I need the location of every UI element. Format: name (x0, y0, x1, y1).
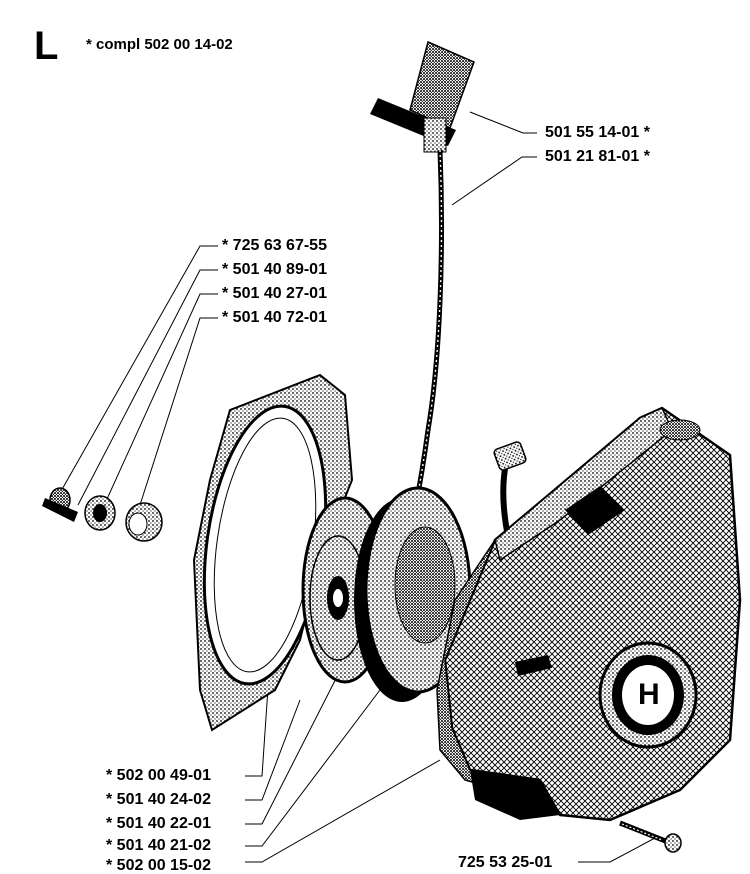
starter-handle (370, 40, 475, 153)
brand-emblem-letter: H (638, 678, 660, 711)
back-plate (192, 373, 354, 732)
part-number-label: * 501 40 72-01 (222, 309, 327, 326)
screw (619, 820, 682, 853)
starter-housing (436, 406, 742, 822)
section-letter: L (34, 24, 59, 68)
part-number-label: * 502 00 49-01 (106, 767, 211, 784)
part-number-label: * 501 40 89-01 (222, 261, 327, 278)
part-number-label: 501 21 81-01 * (545, 148, 650, 165)
part-number-label: * 501 40 27-01 (222, 285, 327, 302)
part-number-label: * 502 00 15-02 (106, 857, 211, 874)
part-number-label: * 501 40 21-02 (106, 837, 211, 854)
part-number-label: 725 53 25-01 (458, 854, 553, 871)
spring-cassette (354, 486, 472, 702)
leader-lines (55, 111, 656, 863)
part-number-label: * 501 40 22-01 (106, 815, 211, 832)
part-number-label: 501 55 14-01 * (545, 124, 650, 141)
part-number-label: * 501 40 24-02 (106, 791, 211, 808)
assembly-note: * compl 502 00 14-02 (86, 36, 233, 53)
part-number-label: * 725 63 67-55 (222, 237, 327, 254)
washer-stack (42, 487, 163, 542)
